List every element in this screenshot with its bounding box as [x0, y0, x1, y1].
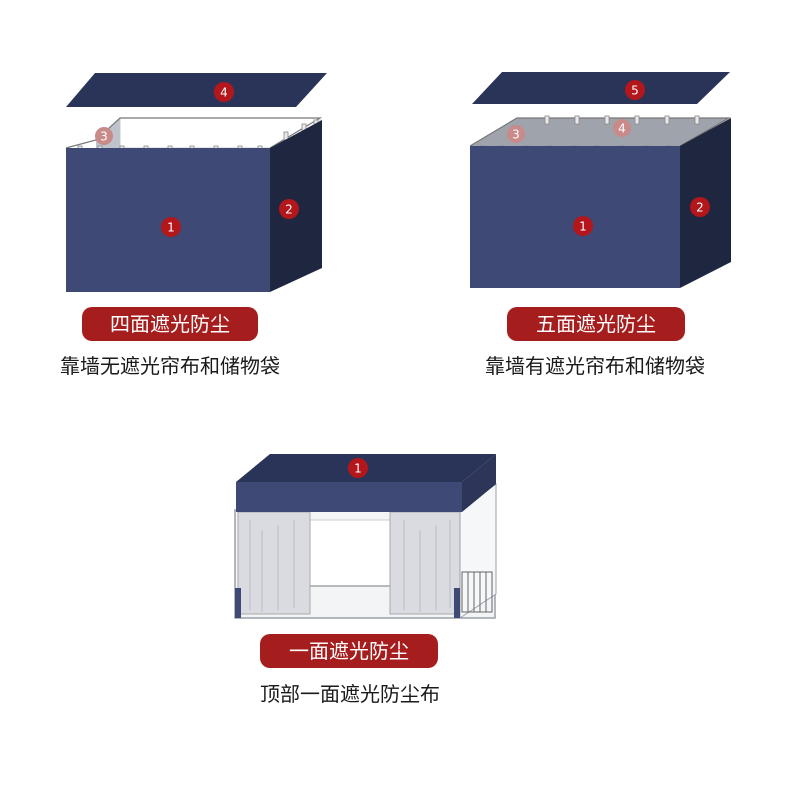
svg-text:2: 2: [696, 201, 704, 215]
top-lid-panel: [472, 72, 730, 104]
one-side-badge: 一面遮光防尘: [260, 634, 438, 668]
product-five-side: 5 3 4 1 2 五面遮光防尘 靠墙有遮光帘布和储物袋: [395, 0, 790, 400]
marker-1: 1: [573, 216, 593, 236]
svg-text:4: 4: [220, 86, 228, 100]
svg-text:1: 1: [167, 221, 175, 235]
svg-text:5: 5: [631, 84, 639, 98]
marker-2: 2: [279, 199, 299, 219]
product-one-side: 1 一面遮光防尘 顶部一面遮光防尘布: [200, 440, 590, 740]
marker-4: 4: [613, 119, 631, 137]
one-side-cover-illustration: 1: [234, 454, 497, 619]
svg-text:2: 2: [285, 203, 293, 217]
front-panel: [470, 146, 680, 288]
marker-4: 4: [214, 82, 234, 102]
marker-1: 1: [348, 458, 368, 478]
svg-text:1: 1: [354, 462, 362, 476]
four-side-caption: 靠墙无遮光帘布和储物袋: [60, 354, 280, 378]
one-side-caption: 顶部一面遮光防尘布: [260, 682, 440, 706]
five-side-cover-illustration: 5 3 4 1 2: [469, 72, 732, 288]
marker-3: 3: [507, 125, 525, 143]
svg-text:3: 3: [512, 128, 520, 142]
marker-1: 1: [161, 217, 181, 237]
four-side-badge: 四面遮光防尘: [82, 307, 258, 341]
five-side-caption: 靠墙有遮光帘布和储物袋: [485, 354, 705, 378]
marker-2: 2: [690, 197, 710, 217]
svg-text:3: 3: [100, 130, 108, 144]
svg-text:4: 4: [618, 122, 626, 136]
four-side-cover-illustration: 4 3 1 2: [65, 73, 327, 292]
five-side-badge: 五面遮光防尘: [507, 307, 685, 341]
product-four-side: 4 3 1 2 四面遮光防尘 靠墙无遮光帘布和储物袋: [0, 0, 395, 400]
marker-5: 5: [625, 80, 645, 100]
svg-text:1: 1: [579, 220, 587, 234]
marker-3: 3: [95, 127, 113, 145]
top-lid-panel: [66, 73, 327, 107]
